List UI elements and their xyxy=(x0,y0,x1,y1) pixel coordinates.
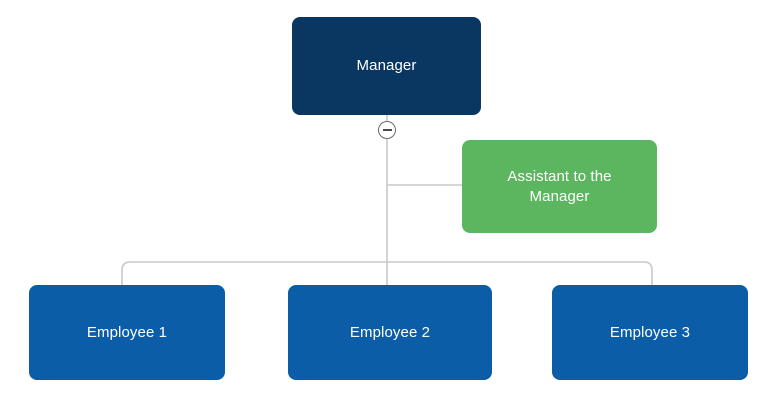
node-employee-3[interactable]: Employee 3 xyxy=(552,285,748,380)
connector-bus-left-corner xyxy=(121,261,131,271)
node-employee-1[interactable]: Employee 1 xyxy=(29,285,225,380)
node-employee-2-label: Employee 2 xyxy=(349,323,431,341)
collapse-minus-icon[interactable] xyxy=(378,121,396,139)
node-manager-label: Manager xyxy=(356,57,417,74)
node-employee-3-label: Employee 3 xyxy=(609,323,691,341)
node-assistant-label: Assistant to the Manager xyxy=(507,167,612,205)
node-employee-1-label: Employee 1 xyxy=(86,323,168,341)
node-manager[interactable]: Manager xyxy=(292,17,481,115)
minus-glyph xyxy=(382,129,392,131)
connector-bus-right-corner xyxy=(643,261,653,271)
node-employee-2[interactable]: Employee 2 xyxy=(288,285,492,380)
node-assistant[interactable]: Assistant to the Manager xyxy=(462,140,657,233)
